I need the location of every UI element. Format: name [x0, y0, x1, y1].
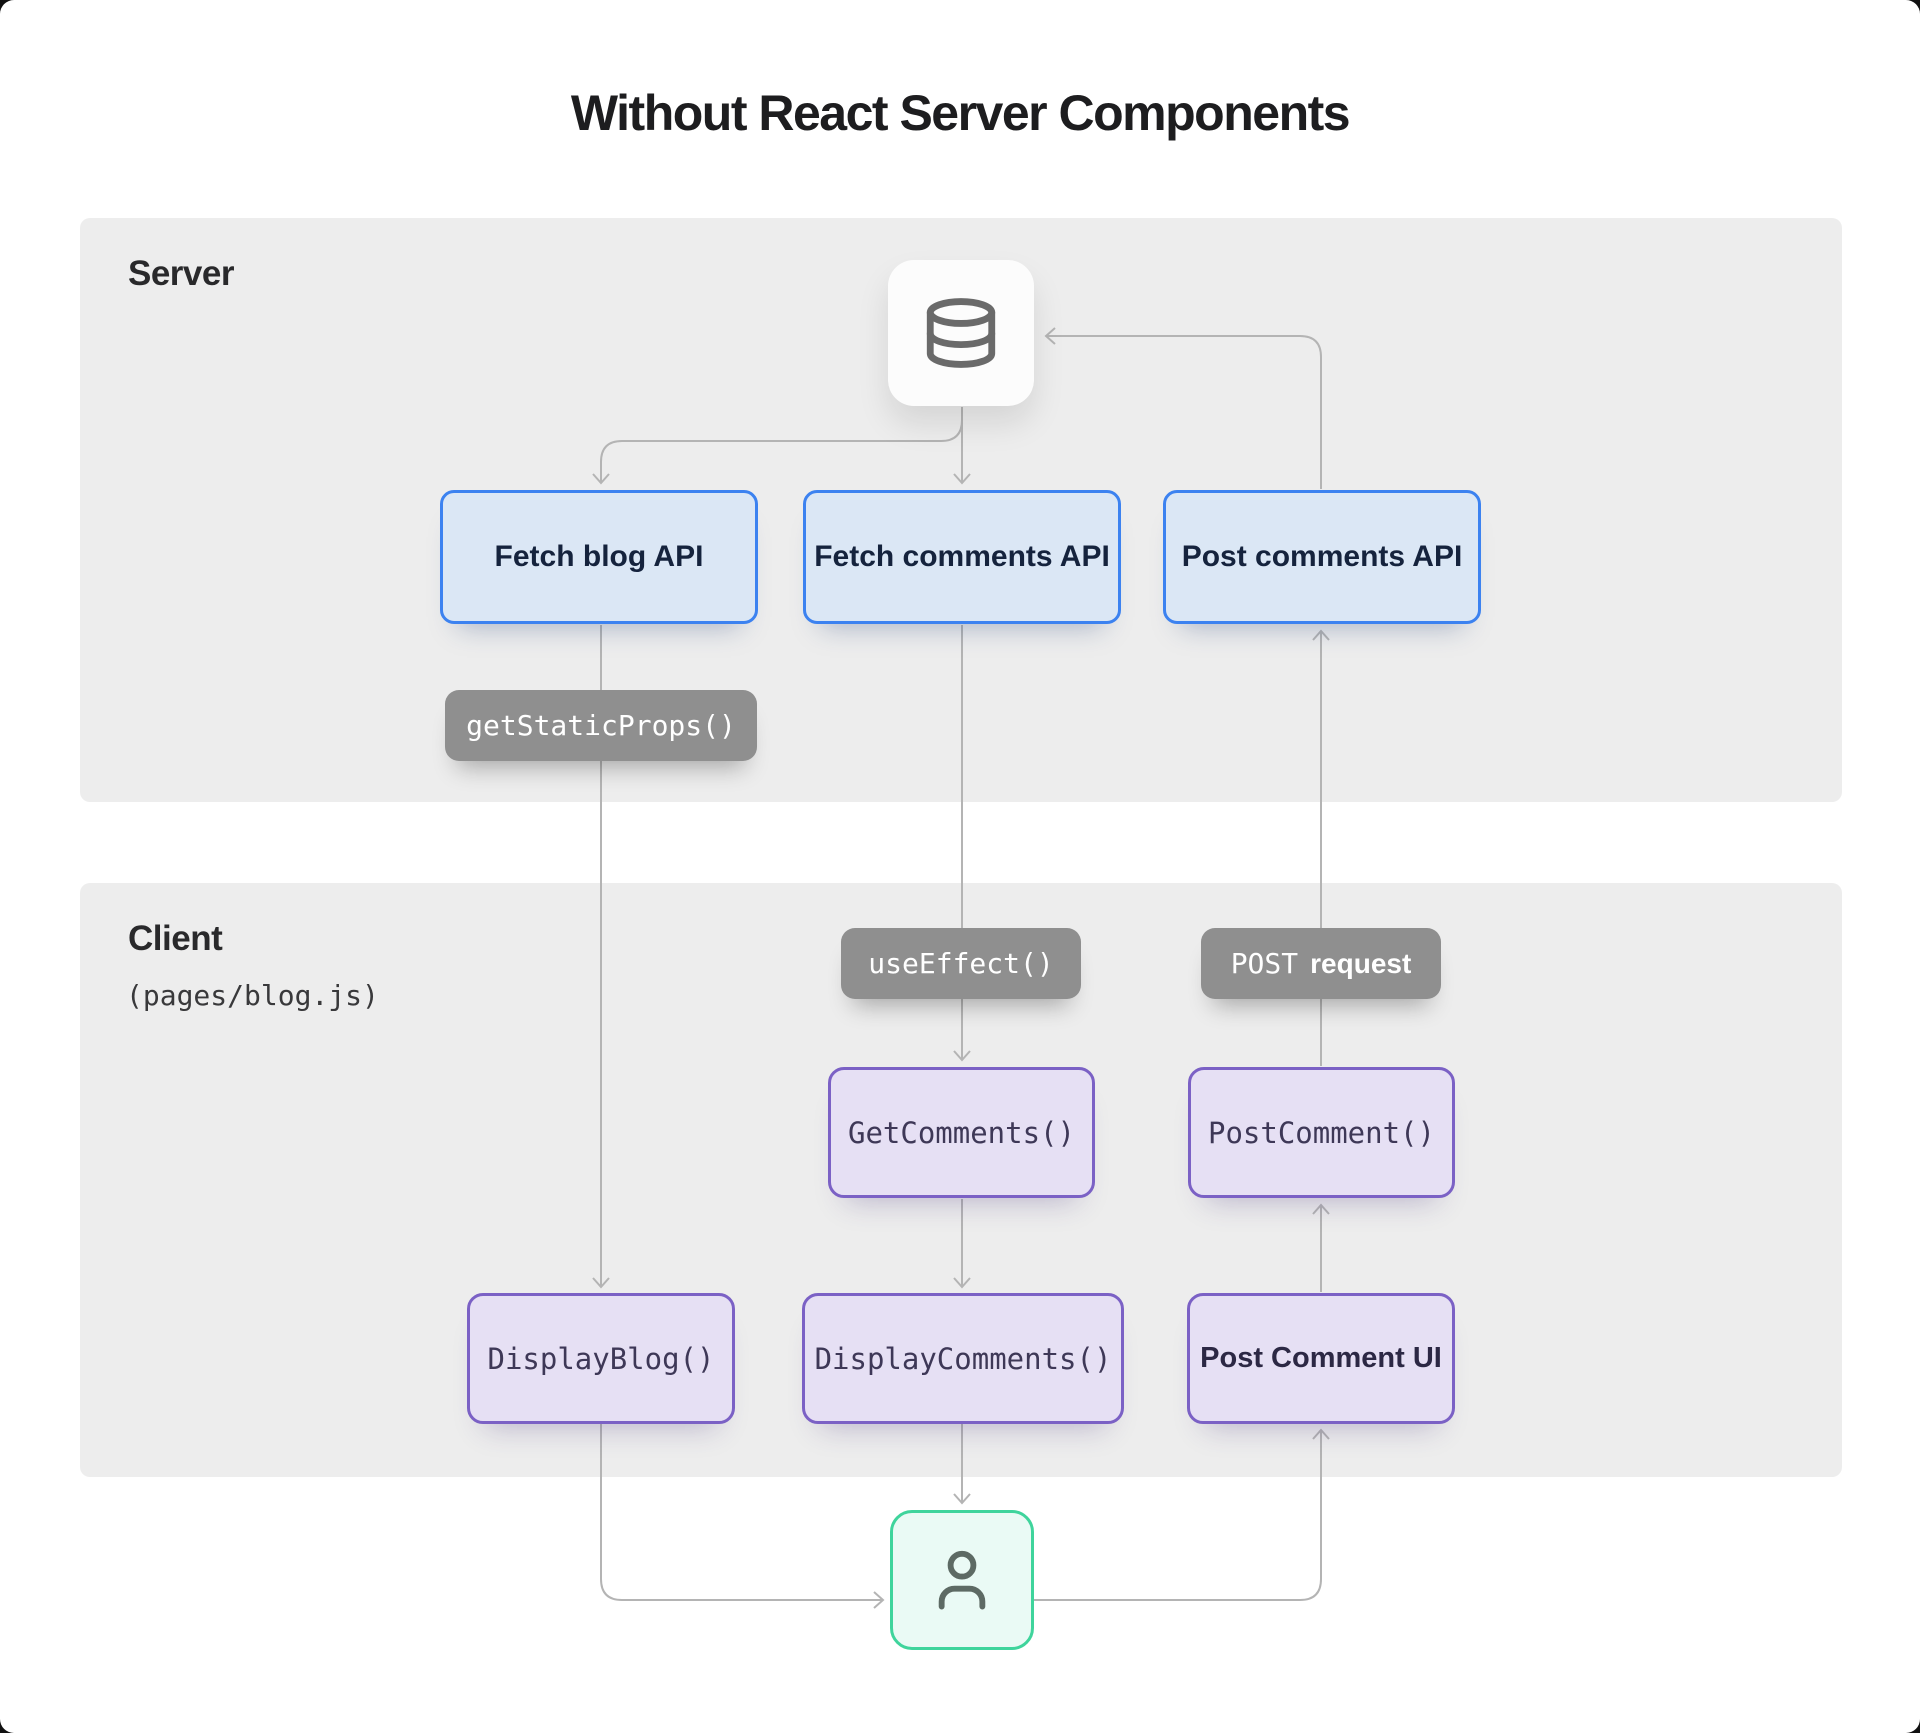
database-node [888, 260, 1034, 406]
display-comments-node: DisplayComments() [802, 1293, 1124, 1424]
page-title: Without React Server Components [570, 85, 1351, 141]
post-request-pill: POST request [1201, 928, 1441, 999]
post-comment-ui-node: Post Comment UI [1187, 1293, 1455, 1424]
wire-postapi-to-db [1044, 327, 1322, 489]
post-request-pill-mono: POST [1230, 947, 1299, 980]
user-node [890, 1510, 1034, 1650]
get-comments-node: GetComments() [828, 1067, 1095, 1198]
get-static-props-pill: getStaticProps() [445, 690, 757, 761]
client-panel-sublabel: (pages/blog.js) [126, 979, 379, 1012]
fetch-comments-api-node: Fetch comments API [803, 490, 1121, 624]
post-comment-node: PostComment() [1188, 1067, 1455, 1198]
display-blog-node: DisplayBlog() [467, 1293, 735, 1424]
post-comments-api-node: Post comments API [1163, 490, 1481, 624]
post-request-pill-bold: request [1310, 947, 1412, 979]
client-panel-label: Client [128, 919, 223, 958]
database-icon [926, 298, 996, 368]
server-panel-label: Server [128, 254, 234, 293]
user-icon [938, 1550, 986, 1610]
wire-user-to-postcommentui [1034, 1428, 1330, 1601]
wire-db-to-fetchblog [592, 407, 963, 485]
use-effect-pill: useEffect() [841, 928, 1081, 999]
wire-displayblog-to-user [600, 1424, 885, 1609]
fetch-blog-api-node: Fetch blog API [440, 490, 758, 624]
